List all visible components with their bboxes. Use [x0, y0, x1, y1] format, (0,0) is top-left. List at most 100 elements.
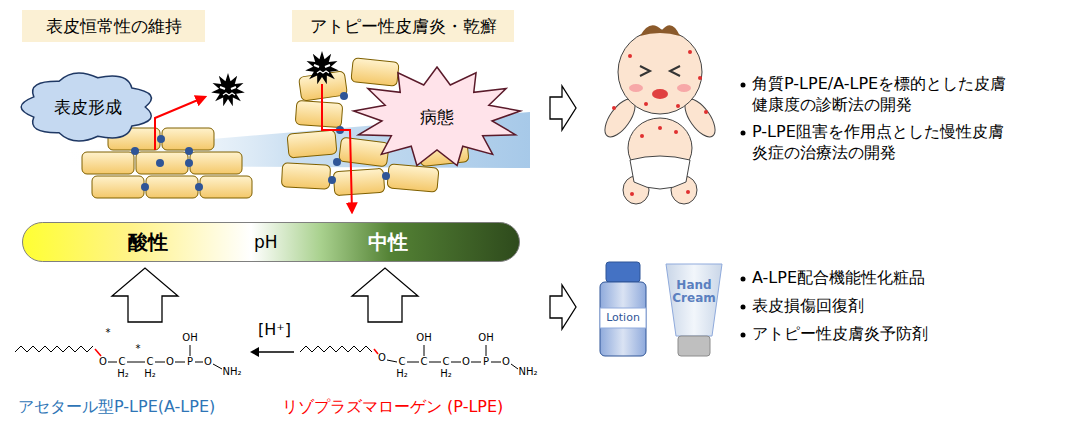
- baby-illustration: [652, 89, 668, 99]
- bullet-dot: [741, 277, 746, 282]
- atom-symbol: *: [136, 344, 141, 354]
- band-label: 中性: [368, 230, 408, 254]
- junction-dots: [328, 176, 336, 184]
- hollow-arrow: [550, 285, 576, 329]
- baby-illustration: [676, 104, 680, 108]
- chemical-bond: [195, 362, 203, 363]
- junction-dots: [185, 159, 193, 167]
- junction-dots: [195, 183, 203, 191]
- diseased-cells: [281, 163, 330, 189]
- junction-dots: [382, 172, 390, 180]
- baby-illustration: [644, 102, 648, 106]
- product-label: Hand Cream: [671, 279, 717, 304]
- atom-symbol: P: [483, 357, 489, 367]
- bullet-dot: [741, 83, 746, 338]
- bullet-dot: [741, 131, 746, 136]
- fatty-chain: [15, 346, 372, 352]
- chemical-bond: [429, 362, 441, 363]
- chemical-bond: [471, 362, 481, 363]
- cream-tube: [678, 336, 710, 356]
- heading-fill: [22, 10, 205, 42]
- lotion-bottle: [600, 308, 646, 328]
- chemical-bond: [95, 349, 101, 356]
- reaction-condition: [H⁺]: [258, 320, 291, 341]
- junction-dots: [333, 158, 341, 166]
- baby-illustration: [698, 76, 702, 80]
- atom-symbol: H₂: [440, 369, 452, 379]
- node-label: 病態: [420, 107, 454, 127]
- atom-symbol: O: [378, 353, 386, 363]
- baby-illustration: [677, 84, 691, 92]
- healthy-cells: [136, 152, 188, 174]
- hollow-arrow: [112, 268, 178, 322]
- cream-tube: [666, 264, 722, 356]
- irritant-burst: [317, 71, 329, 73]
- irritant-burst: [211, 51, 339, 106]
- signal-arrow: [155, 84, 352, 212]
- diseased-cells: [287, 130, 337, 158]
- diseased-cells: [295, 100, 343, 127]
- atom-symbol: NH₂: [222, 367, 241, 377]
- atom-symbol: O: [204, 357, 212, 367]
- band-label: 酸性: [128, 230, 168, 254]
- irritant-burst: [223, 93, 235, 95]
- bullet-dot: [741, 83, 746, 88]
- chemical-bond: [424, 345, 425, 356]
- ph-gradient: [23, 223, 520, 262]
- process-cloud: 表皮形成: [18, 70, 158, 144]
- baby-illustration: [686, 190, 690, 194]
- chemical-bond: [155, 362, 165, 363]
- irritant-burst: [305, 51, 339, 84]
- junction-dots: [131, 135, 203, 191]
- irritant-burst: [220, 87, 236, 89]
- bullet-text: A-LPE配合機能性化粧品: [752, 268, 925, 289]
- baby-illustration: [630, 192, 634, 196]
- atom-symbol: NH₂: [518, 367, 537, 377]
- chemical-bond: [407, 362, 419, 363]
- bullet-text: 表皮損傷回復剤: [752, 296, 864, 317]
- chemical-bond: [451, 362, 461, 363]
- heading-box: 表皮恒常性の維持: [22, 10, 205, 42]
- healthy-cells: [162, 128, 214, 150]
- hollow-arrow: [112, 86, 576, 329]
- ph-band: 酸性pH中性: [22, 222, 520, 262]
- lotion-bottle: [600, 262, 646, 356]
- chemical-bond: [387, 360, 397, 362]
- fatty-chain: [15, 346, 93, 352]
- chemical-bond: [374, 349, 378, 354]
- atom-symbol: C: [147, 357, 154, 367]
- junction-dots: [156, 159, 164, 167]
- chemical-bond: [175, 362, 185, 363]
- baby-illustration: [704, 110, 708, 114]
- baby-illustration: [630, 156, 690, 189]
- chemical-bond: [511, 364, 518, 369]
- baby-illustration: [628, 54, 632, 58]
- atom-symbol: OH: [182, 333, 197, 343]
- burst-outline: [354, 67, 521, 166]
- junction-dots: [185, 147, 193, 155]
- lotion-bottle: [606, 262, 640, 282]
- chemical-bond: [190, 345, 191, 356]
- atom-symbol: H₂: [117, 369, 129, 379]
- signal-arrow: [155, 97, 205, 150]
- cloud-outline: [21, 73, 151, 141]
- lotion-bottle: [600, 282, 646, 356]
- healthy-cells: [200, 176, 252, 198]
- atom-symbol: C: [443, 357, 450, 367]
- reaction-arrow: [250, 347, 259, 357]
- diseased-cells: [387, 164, 439, 192]
- atom-symbol: O: [99, 357, 107, 367]
- bullet-text: 角質P-LPE/A-LPEを標的とした皮膚 健康度の診断法の開発: [752, 74, 1052, 116]
- fatty-chain: [300, 346, 372, 352]
- chemical-bond: [108, 362, 117, 363]
- bullet-text: P-LPE阻害を作用点とした慢性皮膚 炎症の治療法の開発: [752, 122, 1052, 164]
- heading-box: アトピー性皮膚炎・乾癬: [292, 10, 514, 42]
- reaction-arrow: [250, 347, 294, 357]
- junction-dots: [131, 147, 139, 155]
- baby-illustration: [612, 106, 616, 110]
- baby-illustration: [640, 134, 644, 138]
- junction-dots: [157, 135, 165, 143]
- baby-illustration: [618, 30, 702, 114]
- atom-symbol: H₂: [144, 369, 156, 379]
- chemical-bond: [213, 364, 222, 369]
